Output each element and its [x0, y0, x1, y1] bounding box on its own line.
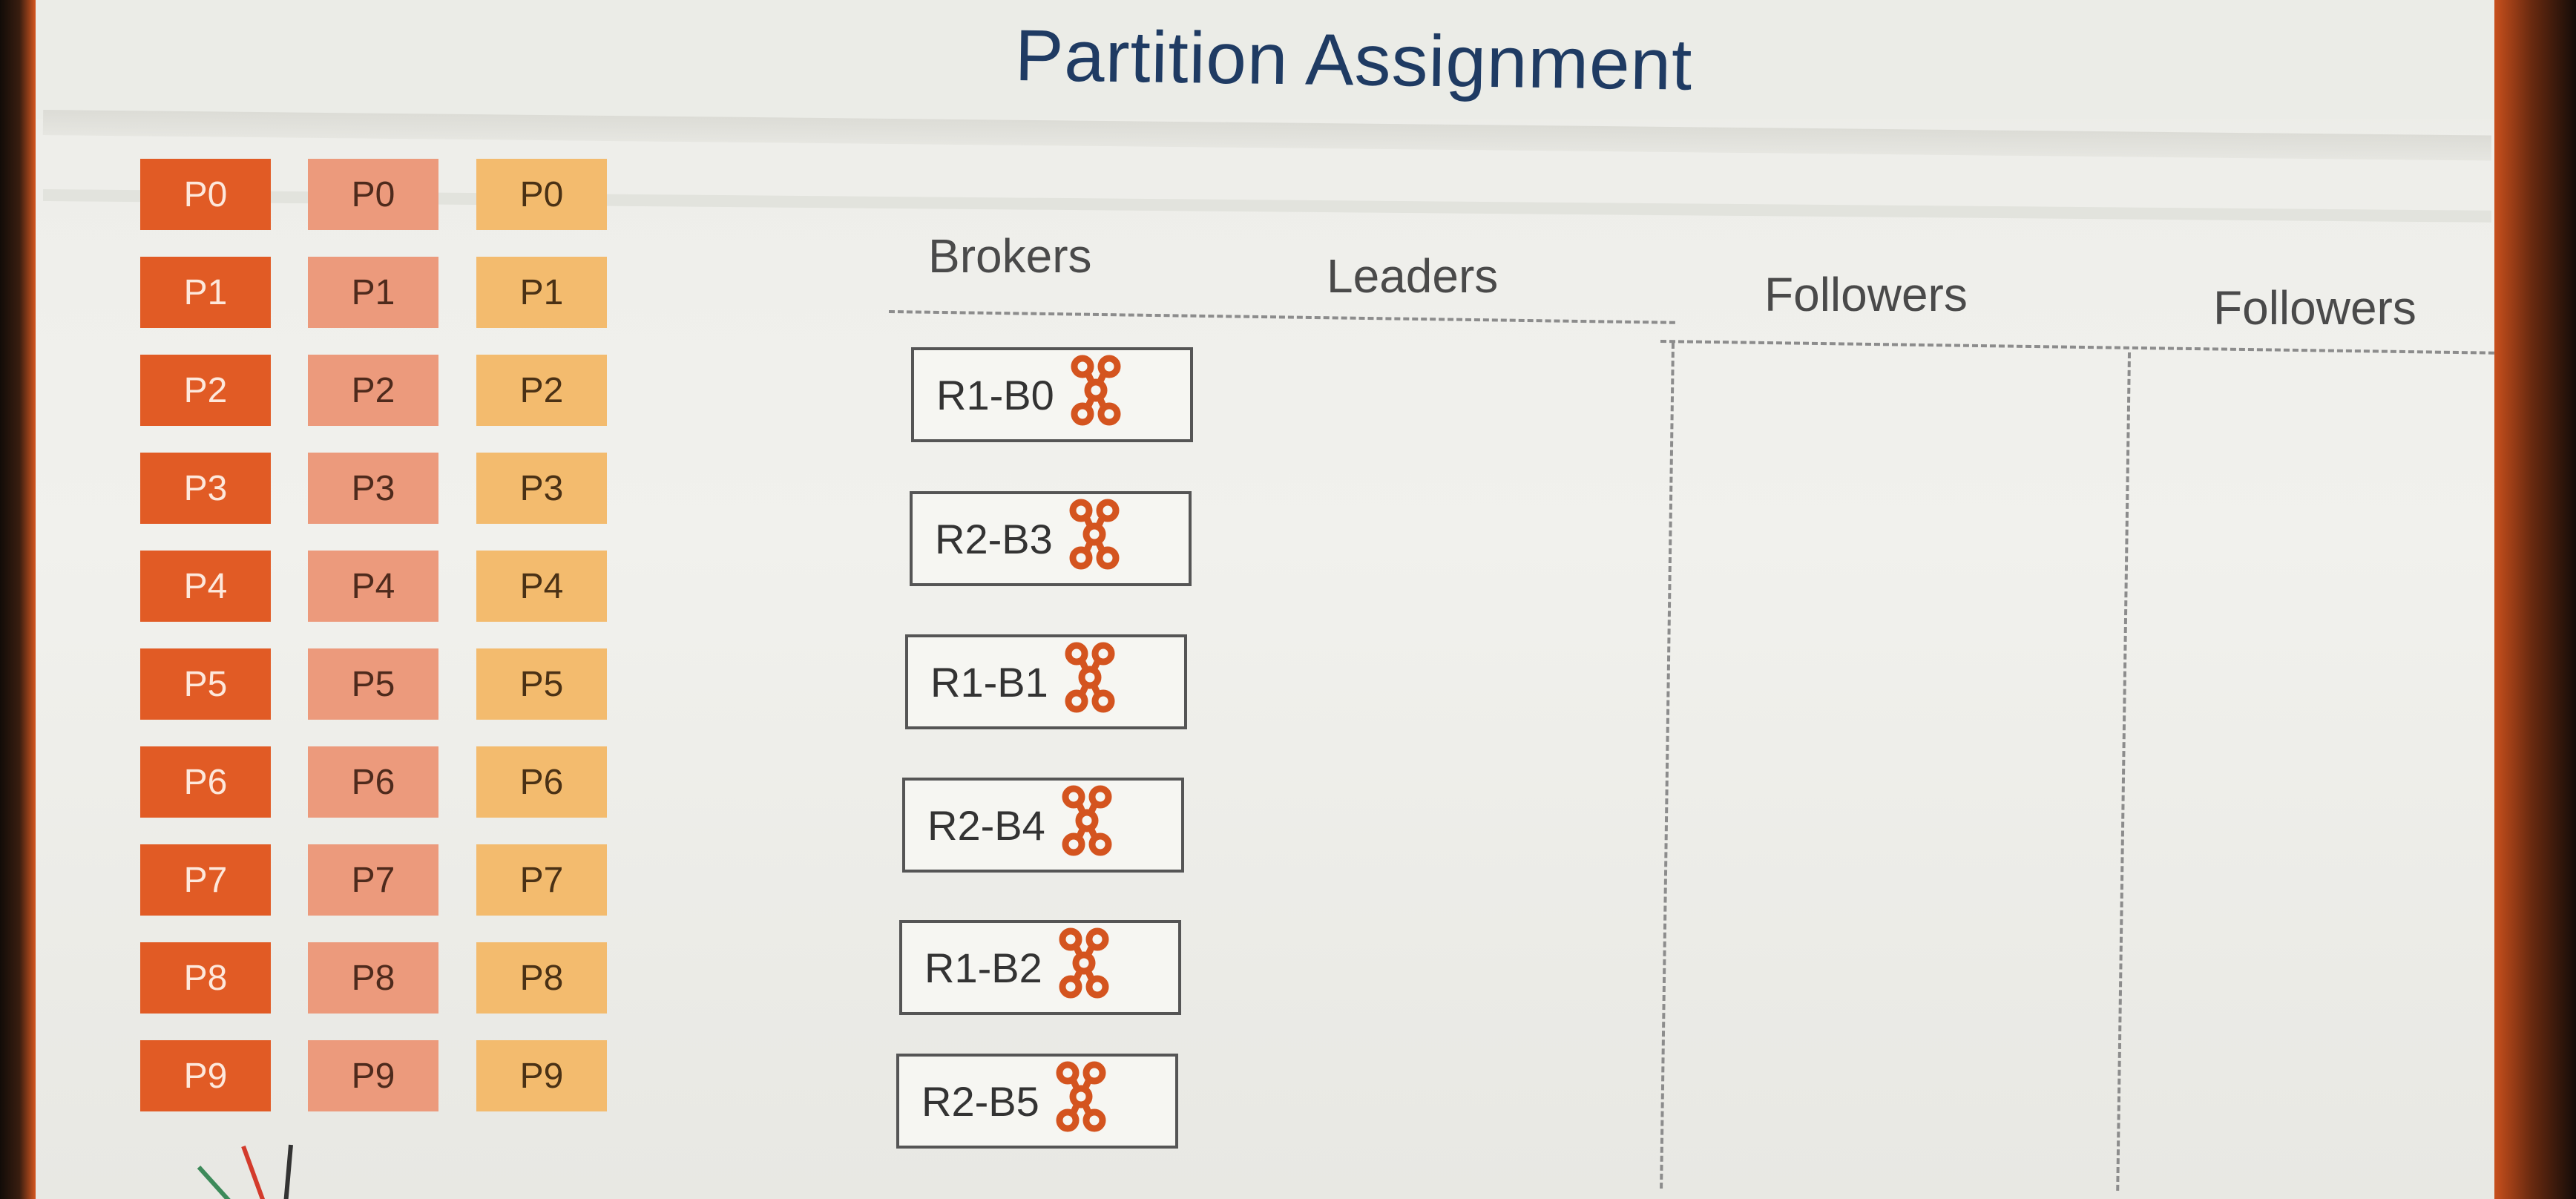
partition-tile: P8 — [140, 942, 271, 1014]
monitor-bezel-right — [2494, 0, 2576, 1199]
pen-mark — [283, 1144, 293, 1199]
broker-label: R2-B5 — [921, 1077, 1039, 1125]
partition-tile: P2 — [476, 355, 607, 426]
broker-label: R2-B4 — [927, 801, 1045, 849]
title-band — [36, 0, 2494, 119]
kafka-icon — [1054, 926, 1114, 1010]
partition-tile: P5 — [140, 648, 271, 720]
partition-tile: P0 — [476, 159, 607, 230]
header-divider-left — [888, 310, 1675, 324]
column-divider-2 — [2116, 352, 2131, 1191]
header-divider-right — [1660, 340, 2494, 355]
broker-label: R1-B0 — [936, 371, 1054, 418]
broker-label: R2-B3 — [935, 515, 1053, 562]
broker-box: R2-B4 — [902, 778, 1184, 873]
partition-tile: P4 — [308, 551, 438, 622]
column-divider-1 — [1660, 342, 1675, 1189]
partition-tile: P9 — [140, 1040, 271, 1111]
partition-tile: P3 — [476, 453, 607, 524]
partition-tile: P3 — [140, 453, 271, 524]
pen-mark — [241, 1145, 266, 1199]
partition-tile: P7 — [140, 844, 271, 916]
kafka-icon — [1066, 353, 1126, 437]
column-header-followers-1: Followers — [1764, 268, 1968, 321]
partition-tile: P1 — [476, 257, 607, 328]
kafka-icon — [1065, 497, 1124, 581]
partition-tile: P7 — [476, 844, 607, 916]
partition-tile: P9 — [308, 1040, 438, 1111]
partition-tile: P7 — [308, 844, 438, 916]
broker-box: R2-B5 — [896, 1054, 1178, 1149]
partition-tile: P6 — [476, 746, 607, 818]
kafka-icon — [1057, 784, 1117, 867]
kafka-icon — [1060, 640, 1120, 724]
column-header-followers-2: Followers — [2213, 281, 2416, 335]
partition-tile: P4 — [140, 551, 271, 622]
broker-label: R1-B2 — [924, 944, 1042, 991]
partition-tile: P1 — [308, 257, 438, 328]
page-title: Partition Assignment — [1014, 14, 1694, 105]
monitor-bezel-left — [0, 0, 36, 1199]
broker-box: R2-B3 — [910, 491, 1192, 586]
broker-box: R1-B2 — [899, 920, 1181, 1015]
partition-tile: P5 — [476, 648, 607, 720]
partition-tile: P8 — [308, 942, 438, 1014]
partition-tile: P1 — [140, 257, 271, 328]
partition-tile: P5 — [308, 648, 438, 720]
partition-tile: P6 — [308, 746, 438, 818]
partition-tile: P8 — [476, 942, 607, 1014]
partition-tile: P2 — [140, 355, 271, 426]
partition-tile: P0 — [140, 159, 271, 230]
partition-tile: P2 — [308, 355, 438, 426]
partition-tile: P3 — [308, 453, 438, 524]
partition-tile: P6 — [140, 746, 271, 818]
partition-tile: P4 — [476, 551, 607, 622]
broker-box: R1-B1 — [905, 634, 1187, 729]
broker-box: R1-B0 — [911, 347, 1193, 442]
broker-label: R1-B1 — [930, 658, 1048, 706]
pen-mark — [197, 1165, 236, 1199]
column-header-leaders: Leaders — [1327, 249, 1499, 303]
partition-tile: P0 — [308, 159, 438, 230]
partition-tile: P9 — [476, 1040, 607, 1111]
kafka-icon — [1051, 1060, 1111, 1143]
column-header-brokers: Brokers — [928, 229, 1092, 283]
